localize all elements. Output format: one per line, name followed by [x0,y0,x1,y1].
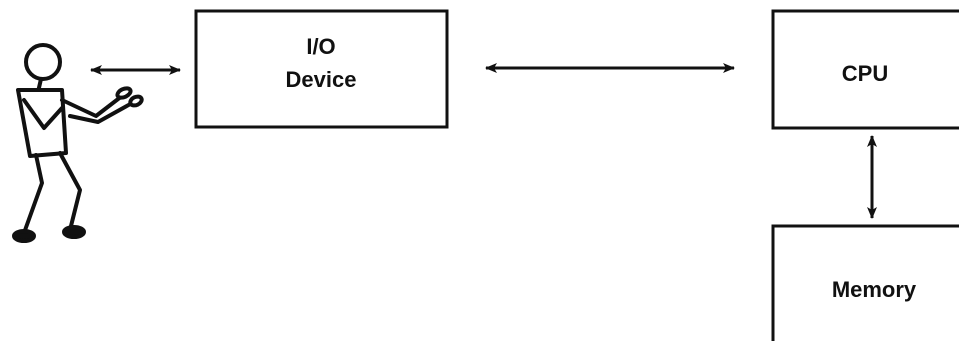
io-device-box [194,9,449,129]
memory-box [771,224,959,341]
memory-label: Memory [832,277,917,302]
io-device-label-line2: Device [286,67,357,92]
io-device-label-line1: I/O [306,34,335,59]
stick-figure-person-icon [12,43,144,243]
cpu-box [771,9,959,130]
cpu-label: CPU [842,61,888,86]
